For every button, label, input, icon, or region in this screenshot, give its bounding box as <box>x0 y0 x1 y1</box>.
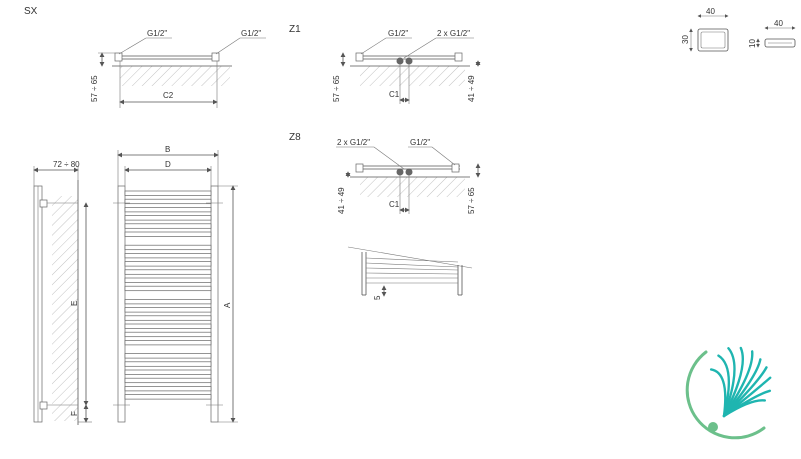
z8-top-view: C1 2 x G1/2" G1/2" 41 ÷ 49 57 ÷ 65 <box>336 138 481 214</box>
front-rung <box>124 353 212 359</box>
profile-rect-height: 30 <box>681 35 690 44</box>
z8-c1-label: C1 <box>389 200 400 209</box>
z1-dim-41-49: 41 ÷ 49 <box>467 75 476 102</box>
front-rung <box>124 190 212 196</box>
front-rung <box>124 207 212 213</box>
sx-valve-left <box>114 52 123 62</box>
sx-g-left-label: G1/2" <box>147 29 167 38</box>
front-rail-right <box>210 185 219 423</box>
front-rung <box>124 198 212 205</box>
front-rungs <box>124 190 212 400</box>
profile-flat-height: 10 <box>748 39 757 48</box>
front-rung <box>124 386 212 392</box>
dandelion-logo-icon <box>685 346 772 440</box>
front-rung <box>124 369 212 375</box>
logo-ray <box>709 368 727 418</box>
sx-top-view: C2 G1/2" G1/2" 57 ÷ 65 <box>90 29 266 108</box>
section-z1-title: Z1 <box>289 24 301 35</box>
logo-ray <box>722 399 767 418</box>
sx-wall-hatch <box>120 66 230 86</box>
z8-dim-57-65: 57 ÷ 65 <box>467 187 476 214</box>
front-rung <box>124 323 212 329</box>
front-rung <box>124 307 212 313</box>
front-rung <box>124 231 212 237</box>
front-rung <box>124 253 212 259</box>
z1-c1-label: C1 <box>389 90 400 99</box>
section-sx-title: SX <box>24 6 38 17</box>
front-rung <box>124 331 212 338</box>
profile-flat-shape <box>764 38 796 48</box>
z8-two-g-label: 2 x G1/2" <box>337 138 370 147</box>
z8-g-label: G1/2" <box>410 138 430 147</box>
logo-ray <box>722 346 745 418</box>
front-a-label: A <box>223 302 232 308</box>
front-rail-left <box>117 185 126 423</box>
profile-flat-width: 40 <box>774 19 783 28</box>
front-rung <box>124 315 212 321</box>
front-rung <box>124 285 212 292</box>
z1-two-g-label: 2 x G1/2" <box>437 29 470 38</box>
sx-valve-right <box>211 52 220 62</box>
detail-five-label: 5 <box>373 295 382 300</box>
z1-pipe-right <box>405 57 413 65</box>
side-bracket-top <box>39 199 48 208</box>
profile-rect: 40 30 <box>681 7 729 52</box>
front-rung <box>124 223 212 229</box>
z8-dim-41-49: 41 ÷ 49 <box>337 187 346 214</box>
detail-bottom-view: 5 <box>347 246 473 300</box>
side-bracket-bottom <box>39 401 48 410</box>
front-rung <box>124 299 212 305</box>
front-rung <box>124 394 212 400</box>
z1-top-view: C1 G1/2" 2 x G1/2" 57 ÷ 65 41 ÷ 49 <box>332 29 481 104</box>
sx-dim-57-65: 57 ÷ 65 <box>90 75 99 102</box>
front-rung <box>124 340 212 346</box>
z1-dim-57-65: 57 ÷ 65 <box>332 75 341 102</box>
front-rung <box>124 261 212 267</box>
profile-rect-width: 40 <box>706 7 715 16</box>
profile-rect-shape <box>697 28 729 52</box>
front-rung <box>124 361 212 367</box>
front-rung <box>124 277 212 283</box>
front-rung <box>124 215 212 221</box>
sx-g-right-label: G1/2" <box>241 29 261 38</box>
front-rung <box>124 244 212 251</box>
side-dim-72-80: 72 ÷ 80 <box>53 160 80 169</box>
section-z8-title: Z8 <box>289 132 301 143</box>
logo-ray <box>722 347 736 418</box>
sx-c2-label: C2 <box>163 91 174 100</box>
z1-g-label: G1/2" <box>388 29 408 38</box>
side-view: 72 ÷ 80 E F <box>33 160 92 425</box>
z1-pipe-left <box>396 57 404 65</box>
front-d-label: D <box>165 160 171 169</box>
front-view: B D A <box>113 145 238 423</box>
front-rung <box>124 269 212 275</box>
side-wall-hatch <box>52 196 78 421</box>
profile-flat: 40 10 <box>748 19 796 48</box>
side-e-label: E <box>70 301 79 306</box>
front-b-label: B <box>165 145 170 154</box>
side-f-label: F <box>70 411 79 416</box>
front-rung <box>124 377 212 384</box>
